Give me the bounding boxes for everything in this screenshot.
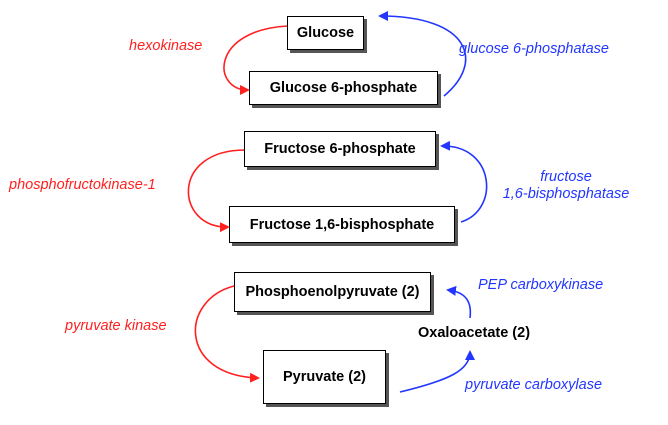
pep-carboxykinase-label: PEP carboxykinase (478, 277, 604, 293)
fructose-1-6-bisphosphate-label: Fructose 1,6-bisphosphate (249, 216, 435, 233)
pyruvate-kinase-label: pyruvate kinase (65, 318, 167, 334)
fructose-bisphosphatase-label: fructose 1,6-bisphosphatase (486, 169, 646, 203)
phosphofructokinase-arrow (187, 149, 246, 233)
hexokinase-label: hexokinase (129, 38, 203, 54)
fructose-bisphosphatase-arrow (440, 140, 488, 223)
fructose-1-6-bisphosphate-box: Fructose 1,6-bisphosphate (229, 206, 455, 243)
hexokinase-arrow (223, 25, 289, 95)
pyruvate-kinase-arrow (194, 285, 260, 383)
pyruvate-carboxylase-arrow (399, 350, 475, 393)
glucose-label: Glucose (296, 25, 355, 41)
pyruvate-box: Pyruvate (2) (263, 350, 386, 404)
fructose-bisphosphatase-line2: 1,6-bisphosphatase (502, 186, 630, 202)
phosphoenolpyruvate-box: Phosphoenolpyruvate (2) (234, 272, 431, 312)
glucose-6-phosphatase-label: glucose 6-phosphatase (459, 41, 609, 57)
pyruvate-carboxylase-label: pyruvate carboxylase (465, 377, 603, 393)
pep-carboxykinase-arrow (446, 285, 472, 319)
fructose-6-phosphate-box: Fructose 6-phosphate (244, 131, 436, 167)
glucose-6-phosphate-label: Glucose 6-phosphate (269, 80, 418, 96)
fructose-6-phosphate-label: Fructose 6-phosphate (264, 141, 416, 157)
phosphoenolpyruvate-label: Phosphoenolpyruvate (2) (245, 284, 420, 300)
phosphofructokinase-1-label: phosphofructokinase-1 (9, 177, 156, 193)
glucose-6-phosphatase-arrow (378, 11, 467, 97)
glucose-6-phosphate-box: Glucose 6-phosphate (249, 71, 438, 105)
glucose-box: Glucose (287, 16, 364, 50)
pyruvate-label: Pyruvate (2) (282, 369, 366, 385)
fructose-bisphosphatase-line1: fructose (540, 169, 592, 185)
oxaloacetate-label: Oxaloacetate (2) (418, 325, 531, 341)
